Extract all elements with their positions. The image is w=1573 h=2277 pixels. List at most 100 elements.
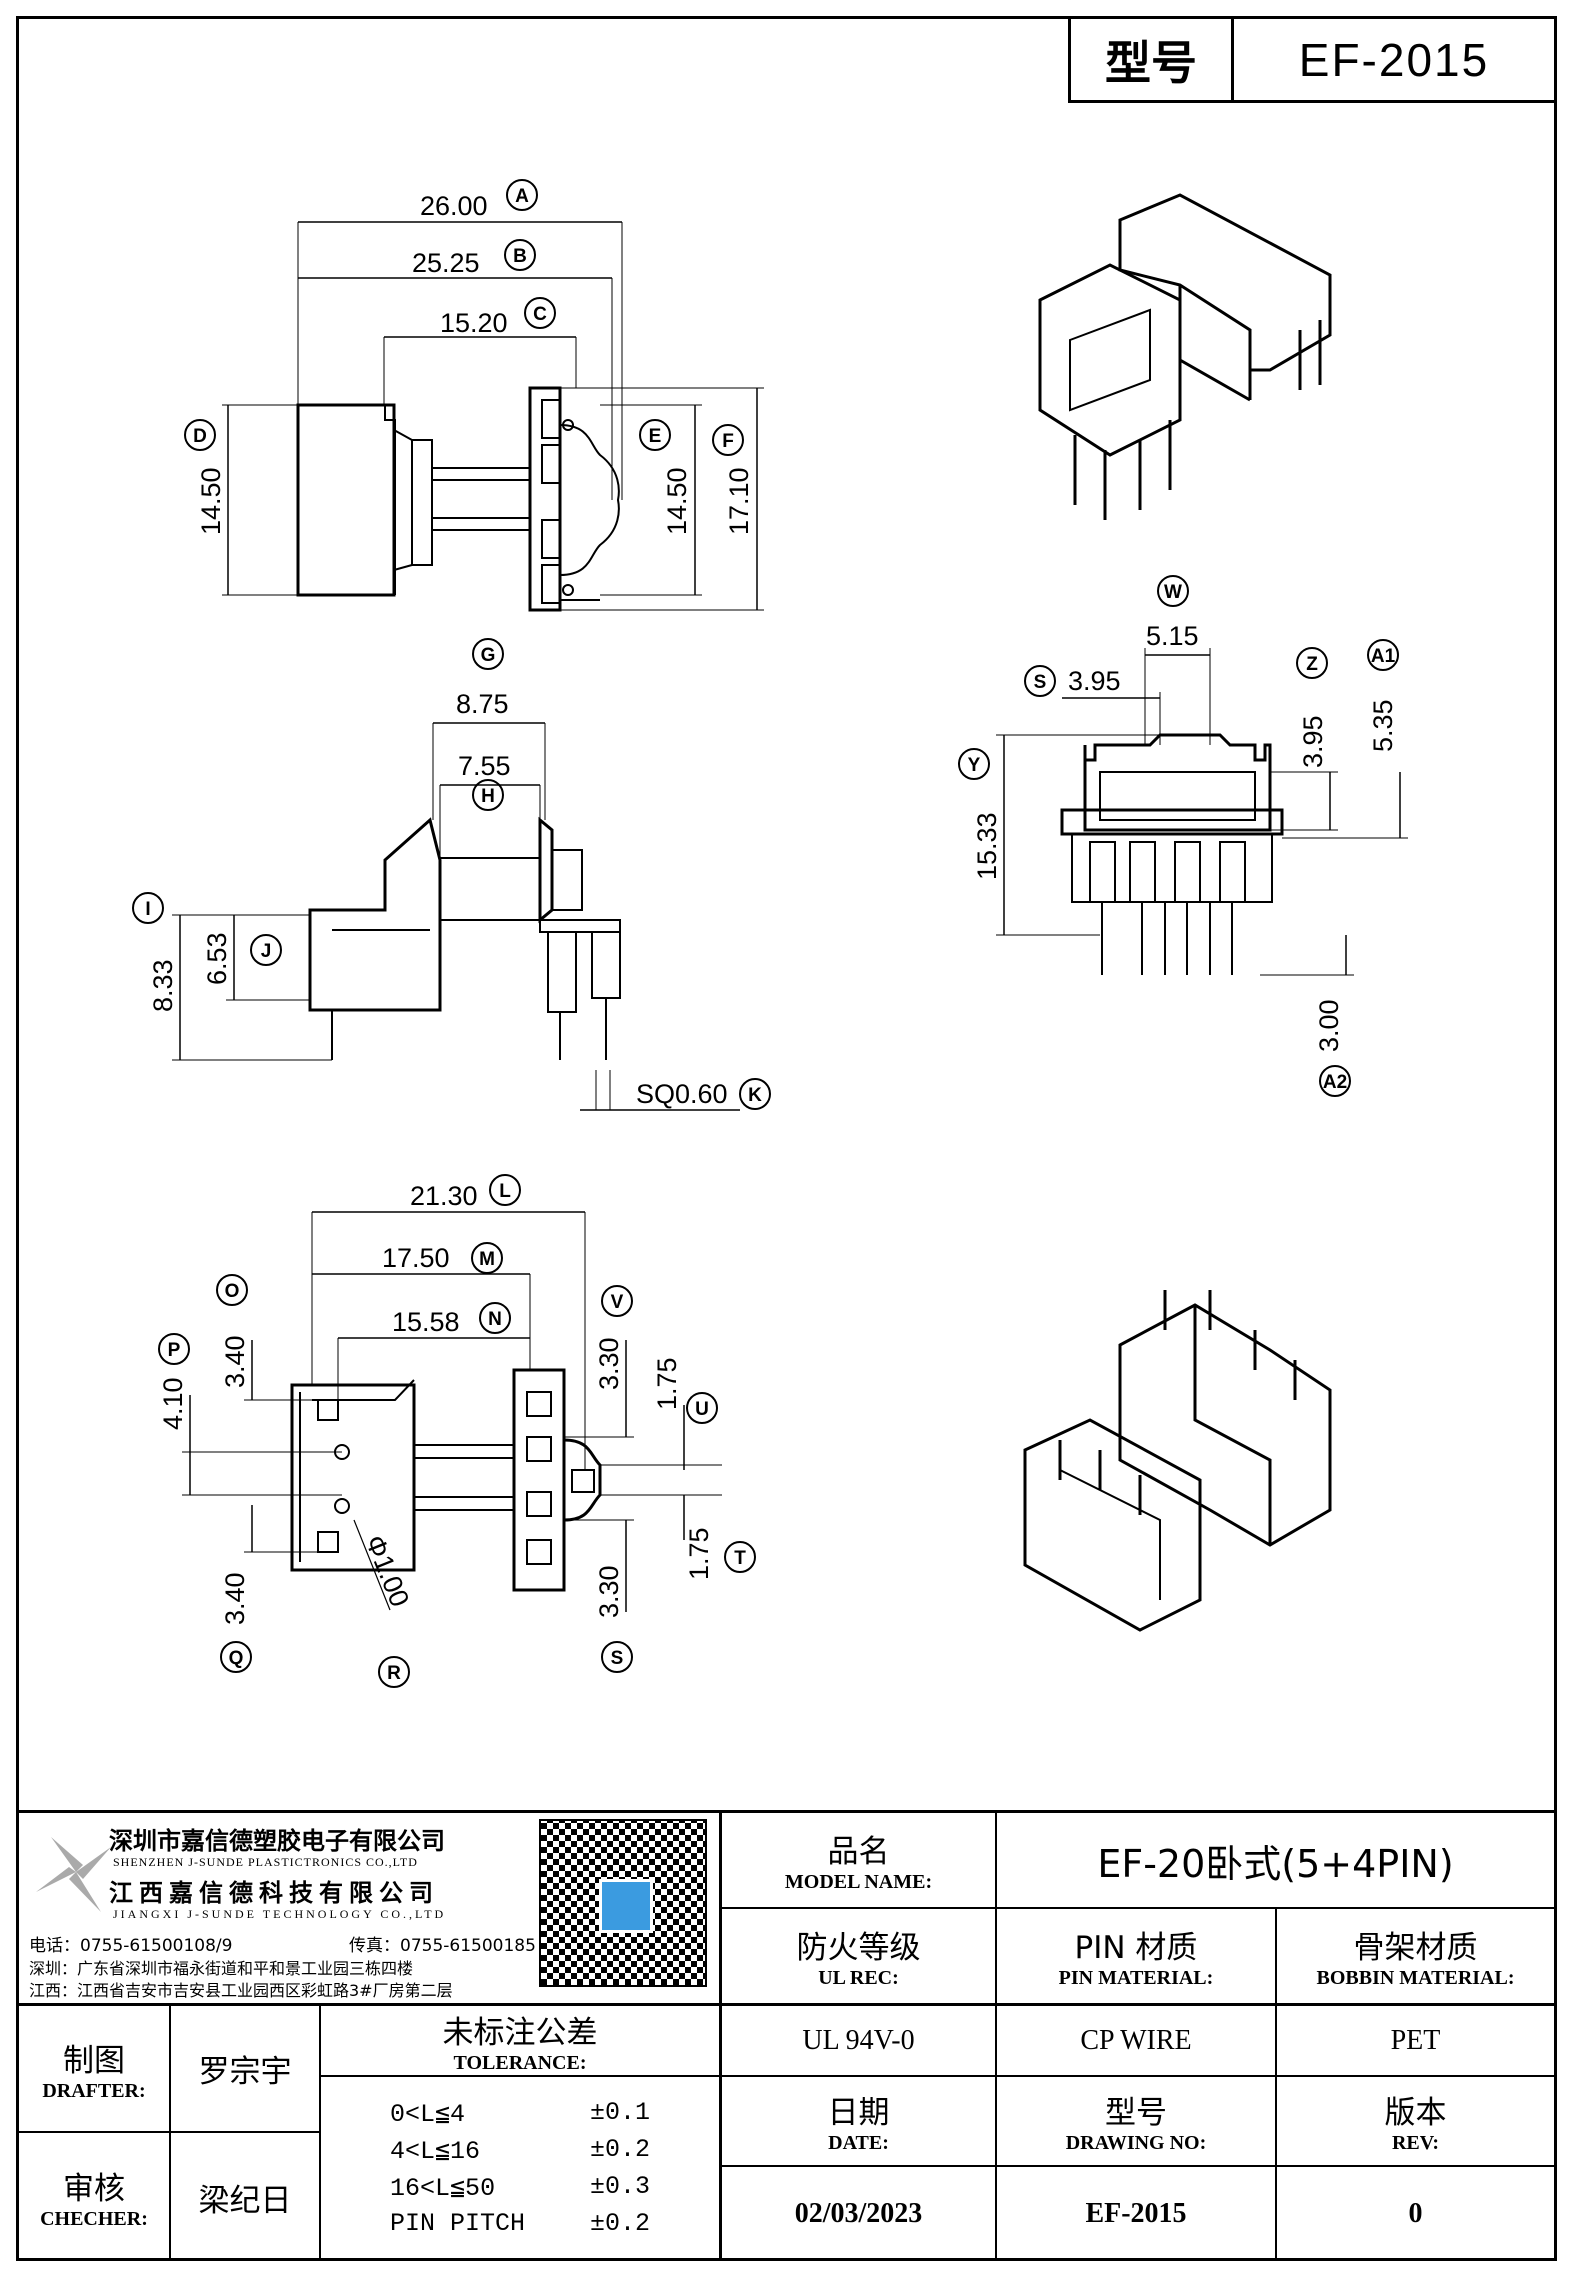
- dim-Z-value: 3.95: [1298, 715, 1328, 768]
- dim-D-value: 14.50: [196, 467, 226, 535]
- label-I: I: [145, 899, 150, 920]
- title-block: 深圳市嘉信德塑胶电子有限公司 SHENZHEN J-SUNDE PLASTICT…: [19, 1810, 1554, 2261]
- dim-T-value: 1.75: [684, 1527, 714, 1580]
- model-name-value: EF-20卧式(5+4PIN): [1097, 1841, 1454, 1886]
- label-S-front: S: [1034, 672, 1047, 693]
- label-M: M: [479, 1249, 495, 1270]
- company-address-jx: 江西：江西省吉安市吉安县工业园西区彩虹路3#厂房第二层: [29, 1981, 453, 2000]
- label-Z: Z: [1306, 654, 1318, 675]
- company-name-cn: 深圳市嘉信德塑胶电子有限公司: [109, 1827, 445, 1855]
- label-A2: A2: [1323, 1072, 1347, 1093]
- label-B: B: [513, 246, 527, 267]
- label-K: K: [748, 1085, 762, 1106]
- dim-U-value: 1.75: [652, 1357, 682, 1410]
- drawing-no-value: EF-2015: [1085, 2198, 1187, 2229]
- label-Q: Q: [229, 1648, 244, 1669]
- company2-name-en: JIANGXI J-SUNDE TECHNOLOGY CO.,LTD: [113, 1907, 447, 1921]
- dim-L-value: 21.30: [410, 1181, 478, 1211]
- label-T: T: [734, 1548, 746, 1569]
- model-tag: 型号 EF-2015: [1068, 19, 1554, 103]
- star-logo-icon: [36, 1837, 111, 1912]
- label-R: R: [387, 1663, 401, 1684]
- qr-center-logo-icon: [599, 1879, 653, 1933]
- dim-C-value: 15.20: [440, 308, 508, 338]
- dim-J-value: 6.53: [202, 932, 232, 985]
- dim-P-value: 4.10: [158, 1377, 188, 1430]
- side-view: [172, 722, 740, 1111]
- rev-value: 0: [1408, 2198, 1423, 2229]
- company2-name-cn: 江西嘉信德科技有限公司: [109, 1879, 439, 1907]
- dim-A-value: 26.00: [420, 191, 488, 221]
- company-address-sz: 深圳：广东省深圳市福永街道和平和景工业园三栋四楼: [29, 1959, 414, 1978]
- dim-A1-value: 5.35: [1368, 699, 1398, 752]
- bottom-view-pin-header: [512, 1368, 566, 1592]
- tolerance-row: 0<L≦4±0.1: [390, 2098, 650, 2129]
- dim-E-value: 14.50: [662, 467, 692, 535]
- company-info: 深圳市嘉信德塑胶电子有限公司 SHENZHEN J-SUNDE PLASTICT…: [19, 1813, 719, 2003]
- dim-I-value: 8.33: [148, 959, 178, 1012]
- date-value: 02/03/2023: [794, 2198, 923, 2229]
- label-A1: A1: [1371, 646, 1396, 667]
- checker-value: 梁纪日: [198, 2182, 292, 2219]
- company-fax: 传真：0755-61500185: [349, 1936, 536, 1956]
- label-U: U: [695, 1399, 709, 1420]
- dim-Y-value: 15.33: [972, 812, 1002, 880]
- dim-A2-value: 3.00: [1314, 999, 1344, 1052]
- model-tag-label: 型号: [1071, 19, 1234, 100]
- model-name-label: 品名 MODEL NAME:: [784, 1834, 933, 1893]
- tolerance-table: 0<L≦4±0.1 4<L≦16±0.2 16<L≦50±0.3 PIN PIT…: [321, 2079, 719, 2257]
- dim-R-value: Φ1.00: [359, 1531, 415, 1611]
- dim-V-value: 3.30: [594, 1337, 624, 1390]
- dimension-labels: 26.00 25.25 15.20 14.50 14.50 17.10 8.75…: [132, 179, 1399, 1688]
- model-tag-value: EF-2015: [1298, 33, 1490, 86]
- label-W: W: [1164, 582, 1182, 603]
- dim-O-value: 3.40: [220, 1335, 250, 1388]
- dim-H-value: 7.55: [458, 751, 511, 781]
- label-V: V: [611, 1292, 624, 1313]
- dim-Q-value: 3.40: [220, 1572, 250, 1625]
- dim-B-value: 25.25: [412, 248, 480, 278]
- qr-code[interactable]: [539, 1819, 707, 1987]
- company-phone: 电话：0755-61500108/9: [29, 1936, 233, 1956]
- dim-W-value: 5.15: [1146, 621, 1199, 651]
- label-G: G: [481, 645, 496, 666]
- dim-F-value: 17.10: [724, 467, 754, 535]
- tolerance-row: PIN PITCH±0.2: [390, 2209, 650, 2238]
- dim-S-front-value: 3.95: [1068, 666, 1121, 696]
- drafter-value: 罗宗宇: [198, 2054, 292, 2090]
- label-F: F: [722, 431, 734, 452]
- technical-drawings: [172, 193, 1408, 1632]
- bobbin-material-value: PET: [1390, 2024, 1441, 2056]
- label-L: L: [499, 1181, 511, 1202]
- label-D: D: [193, 426, 207, 447]
- front-view: [996, 648, 1408, 976]
- tolerance-row: 4<L≦16±0.2: [390, 2135, 650, 2166]
- label-S-bottom: S: [611, 1648, 624, 1669]
- tolerance-row: 16<L≦50±0.3: [390, 2172, 650, 2203]
- dim-S-bottom-value: 3.30: [594, 1565, 624, 1618]
- isometric-view-bottom: [1023, 1290, 1332, 1632]
- label-J: J: [261, 941, 272, 962]
- label-N: N: [488, 1309, 502, 1330]
- bottom-view: [182, 1211, 722, 1612]
- dim-M-value: 17.50: [382, 1243, 450, 1273]
- top-view: [222, 221, 764, 612]
- label-H: H: [481, 786, 495, 807]
- pin-material-value: CP WIRE: [1080, 2024, 1192, 2056]
- dim-N-value: 15.58: [392, 1307, 460, 1337]
- ul-value: UL 94V-0: [802, 2024, 915, 2056]
- company-logo: [31, 1827, 121, 1917]
- label-P: P: [168, 1340, 181, 1361]
- isometric-view-top: [1038, 193, 1332, 520]
- dim-G-value: 8.75: [456, 689, 509, 719]
- dim-K-value: SQ0.60: [636, 1079, 728, 1109]
